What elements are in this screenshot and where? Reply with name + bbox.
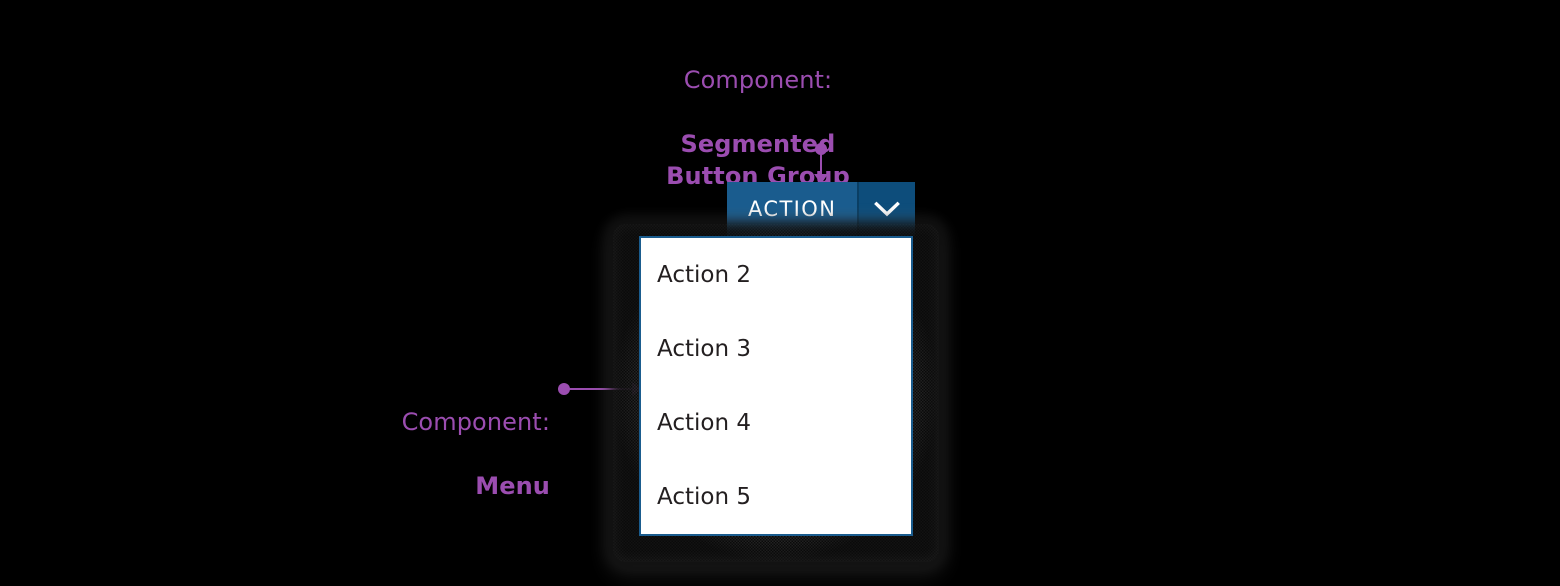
menu-item-label: Action 5 bbox=[657, 484, 751, 510]
menu-item[interactable]: Action 2 bbox=[641, 238, 911, 312]
annotation-menu: Component: Menu bbox=[260, 374, 550, 534]
menu-item-label: Action 2 bbox=[657, 262, 751, 288]
annotation-left-value: Menu bbox=[475, 472, 550, 500]
callout-connector-top bbox=[808, 143, 834, 187]
connector-line bbox=[820, 151, 822, 177]
menu[interactable]: Action 2 Action 3 Action 4 Action 5 bbox=[611, 222, 941, 564]
menu-item-label: Action 4 bbox=[657, 410, 751, 436]
menu-item[interactable]: Action 3 bbox=[641, 312, 911, 386]
annotation-left-label: Component: bbox=[401, 408, 550, 436]
menu-item-label: Action 3 bbox=[657, 336, 751, 362]
connector-line bbox=[566, 388, 634, 390]
menu-panel: Action 2 Action 3 Action 4 Action 5 bbox=[639, 236, 913, 536]
menu-item[interactable]: Action 5 bbox=[641, 460, 911, 534]
menu-list: Action 2 Action 3 Action 4 Action 5 bbox=[641, 238, 911, 534]
connector-dot-icon bbox=[558, 383, 570, 395]
arrow-down-icon bbox=[814, 174, 828, 184]
annotation-top-label: Component: bbox=[683, 66, 833, 94]
menu-item[interactable]: Action 4 bbox=[641, 386, 911, 460]
annotation-segmented-button-group: Component: Segmented Button Group bbox=[598, 32, 918, 224]
segment-divider bbox=[857, 182, 860, 236]
connector-dot-icon bbox=[815, 143, 827, 155]
chevron-down-icon bbox=[874, 201, 901, 217]
